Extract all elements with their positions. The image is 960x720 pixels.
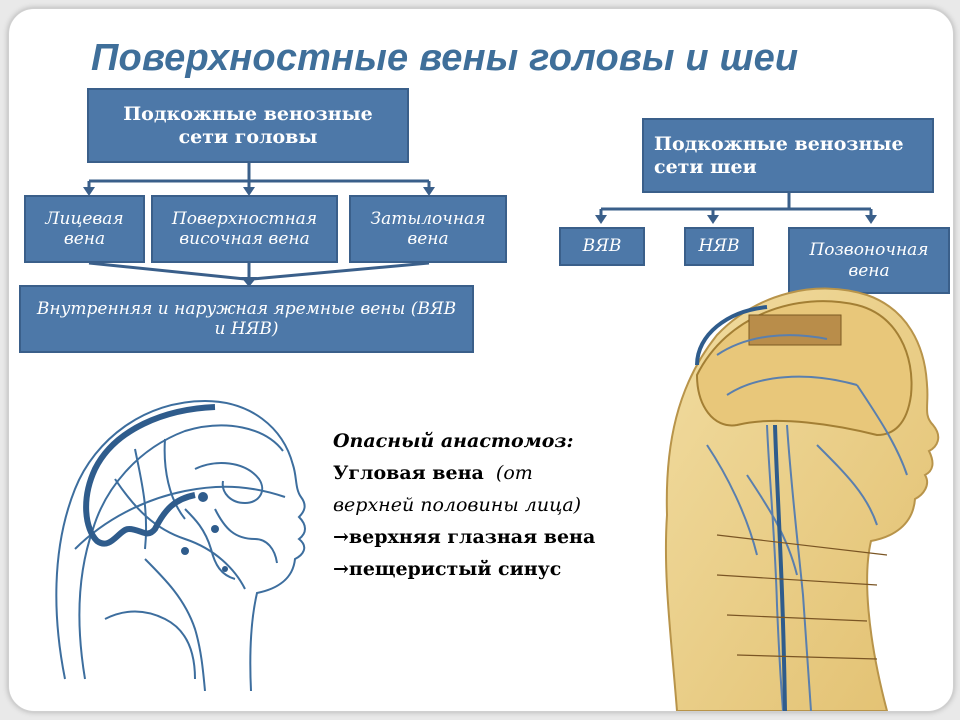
temporal-vein-label: Поверхностная височная вена — [171, 208, 318, 249]
facial-vein-label: Лицевая вена — [45, 208, 124, 249]
neck-nets-box: Подкожные венозные сети шеи — [642, 118, 934, 193]
note-line-1-bold: Угловая вена — [333, 462, 484, 484]
head-nets-box: Подкожные венозные сети головы — [87, 88, 409, 163]
ivj-label: ВЯВ — [582, 236, 622, 257]
neck-nets-label: Подкожные венозные сети шеи — [654, 132, 904, 178]
occipital-vein-label: Затылочная вена — [370, 208, 486, 249]
jugular-veins-box: Внутренняя и наружная яремные вены (ВЯВ … — [19, 285, 474, 353]
vertebral-vein-box: Позвоночная вена — [788, 227, 950, 294]
head-veins-sketch — [55, 399, 306, 691]
note-line-2: верхней половины лица) — [333, 494, 582, 516]
temporal-vein-box: Поверхностная височная вена — [151, 195, 338, 263]
ivj-box: ВЯВ — [559, 227, 645, 266]
connector-lines — [83, 163, 877, 287]
note-line-1: Угловая вена (от — [333, 457, 595, 489]
evj-label: НЯВ — [698, 236, 740, 257]
slide: Поверхностные вены головы и шеи — [8, 8, 954, 712]
head-nets-label: Подкожные венозные сети головы — [123, 102, 373, 148]
note-line-1-italic: (от — [495, 462, 533, 484]
note-line-4: →пещеристый синус — [333, 558, 562, 580]
anastomosis-note: Опасный анастомоз: Угловая вена (от верх… — [333, 425, 595, 585]
jugular-veins-label: Внутренняя и наружная яремные вены (ВЯВ … — [36, 298, 457, 339]
head-anatomy-illustration — [664, 287, 940, 711]
page-title: Поверхностные вены головы и шеи — [91, 37, 799, 79]
evj-box: НЯВ — [684, 227, 754, 266]
note-heading: Опасный анастомоз: — [333, 430, 574, 452]
occipital-vein-box: Затылочная вена — [349, 195, 507, 263]
note-line-3: →верхняя глазная вена — [333, 526, 596, 548]
facial-vein-box: Лицевая вена — [24, 195, 145, 263]
vertebral-vein-label: Позвоночная вена — [809, 240, 929, 281]
